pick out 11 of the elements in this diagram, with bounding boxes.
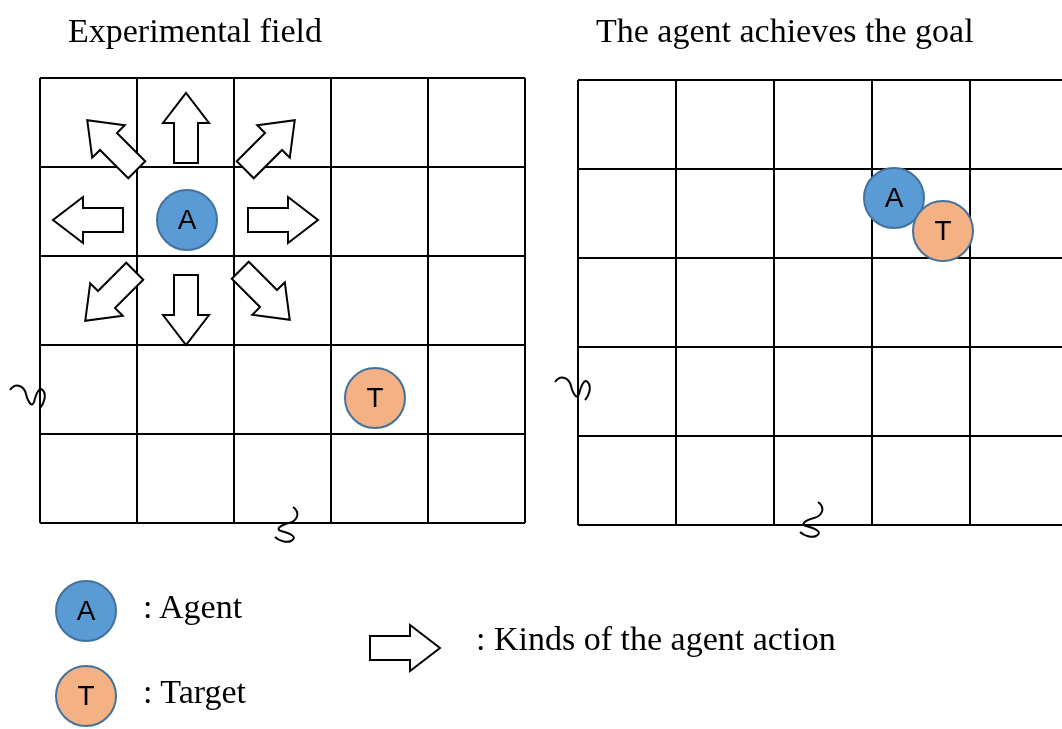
node-caption: : Target bbox=[143, 673, 247, 711]
agent-circle: A bbox=[863, 167, 925, 229]
panel-title: Experimental field bbox=[68, 12, 322, 50]
agent-circle: A bbox=[156, 189, 218, 251]
target-circle: T bbox=[55, 665, 117, 727]
panel-title: The agent achieves the goal bbox=[596, 12, 974, 50]
target-circle: T bbox=[344, 367, 406, 429]
target-circle: T bbox=[912, 200, 974, 262]
node-caption: : Agent bbox=[143, 588, 243, 626]
legend-label: : Kinds of the agent action bbox=[476, 620, 836, 658]
agent-circle: A bbox=[55, 580, 117, 642]
